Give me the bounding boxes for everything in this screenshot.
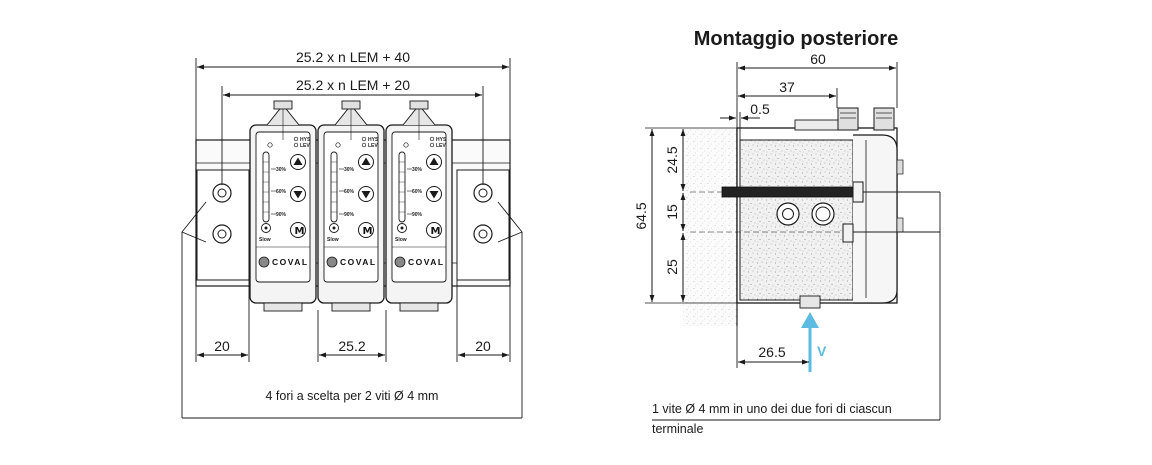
led-lev-label: LEV xyxy=(436,143,446,149)
brand-label: COVAL xyxy=(408,257,445,267)
dim-60-label: 60 xyxy=(810,51,826,67)
led-hys-label: HYS xyxy=(436,137,447,143)
dim-26-5-label: 26.5 xyxy=(758,344,785,360)
mounting-hole-bottom-left xyxy=(212,224,232,244)
button-m-label: M xyxy=(363,226,373,237)
vacuum-label: V xyxy=(817,343,827,359)
button-m-label: M xyxy=(431,226,441,237)
scale-60-label: 60% xyxy=(344,189,355,195)
dimension-0-5: 0.5 xyxy=(720,101,770,140)
dimension-left-margin: 20 xyxy=(195,280,250,362)
dim-right-margin-label: 20 xyxy=(475,338,491,354)
scale-90-label: 90% xyxy=(344,212,355,218)
scale-90-label: 90% xyxy=(276,212,287,218)
fixing-screw xyxy=(690,181,940,203)
slow-label: Slow xyxy=(327,237,339,243)
dimension-37: 37 xyxy=(738,79,838,108)
scale-30-label: 30% xyxy=(276,167,287,173)
scale-30-label: 30% xyxy=(412,167,423,173)
led-hys-label: HYS xyxy=(300,137,311,143)
module-side-body xyxy=(736,107,904,304)
holes-leader: 4 fori a scelta per 2 viti Ø 4 mm xyxy=(181,201,523,419)
vacuum-module-2: HYS LEV 30% 60% 90% Slow M COVAL xyxy=(317,100,385,312)
dimension-24-5: 24.5 xyxy=(664,129,686,191)
brand-label: COVAL xyxy=(340,257,377,267)
scale-60-label: 60% xyxy=(412,189,423,195)
dimension-64-5: 64.5 xyxy=(633,127,737,304)
dimension-60: 60 xyxy=(736,51,898,128)
mounting-wall xyxy=(683,128,738,326)
side-view: Montaggio posteriore xyxy=(633,28,941,436)
mounting-hole-top-right xyxy=(473,183,493,203)
side-view-title: Montaggio posteriore xyxy=(694,28,898,50)
led-hys-label: HYS xyxy=(368,137,379,143)
slow-label: Slow xyxy=(259,237,271,243)
vacuum-arrow: V xyxy=(801,312,827,372)
dimension-right-margin: 20 xyxy=(456,280,511,362)
led-lev-label: LEV xyxy=(300,143,310,149)
dimension-25: 25 xyxy=(664,233,686,302)
scale-90-label: 90% xyxy=(412,212,423,218)
brand-label: COVAL xyxy=(272,257,309,267)
screw-note-line1: 1 vite Ø 4 mm in uno dei due fori di cia… xyxy=(652,402,892,416)
dimension-15: 15 xyxy=(664,193,686,231)
scale-60-label: 60% xyxy=(276,189,287,195)
led-lev-label: LEV xyxy=(368,143,378,149)
vacuum-connector xyxy=(776,202,835,309)
dim-inner-label: 25.2 x n LEM + 20 xyxy=(296,77,410,93)
screw-note: 1 vite Ø 4 mm in uno dei due fori di cia… xyxy=(652,402,940,436)
dimension-inner: 25.2 x n LEM + 20 xyxy=(221,77,484,185)
dim-0-5-label: 0.5 xyxy=(750,101,770,117)
slow-label: Slow xyxy=(395,237,407,243)
mounting-hole-bottom-right xyxy=(473,224,493,244)
dimension-module-width: 25.2 xyxy=(317,310,387,362)
vacuum-module-3: HYS LEV 30% 60% 90% Slow M COVAL xyxy=(385,100,453,312)
holes-note: 4 fori a scelta per 2 viti Ø 4 mm xyxy=(266,389,439,403)
dim-25-label: 25 xyxy=(664,259,680,275)
front-view: HYS LEV 30% 60% 90% Slow M COVAL HYS LEV… xyxy=(181,49,523,419)
dimension-overall: 25.2 x n LEM + 40 xyxy=(195,49,511,140)
mounting-hole-top-left xyxy=(212,183,232,203)
second-hole xyxy=(690,192,941,420)
dim-64-5-label: 64.5 xyxy=(633,202,649,229)
dim-24-5-label: 24.5 xyxy=(664,146,680,173)
dim-left-margin-label: 20 xyxy=(214,338,230,354)
screw-note-line2: terminale xyxy=(652,422,703,436)
scale-30-label: 30% xyxy=(344,167,355,173)
dim-module-width-label: 25.2 xyxy=(338,338,365,354)
dim-overall-label: 25.2 x n LEM + 40 xyxy=(296,49,410,65)
button-m-label: M xyxy=(295,226,305,237)
dim-15-label: 15 xyxy=(664,204,680,220)
dimension-26-5: 26.5 xyxy=(736,326,809,368)
dim-37-label: 37 xyxy=(779,79,795,95)
vacuum-module-1: HYS LEV 30% 60% 90% Slow M COVAL xyxy=(249,100,317,312)
